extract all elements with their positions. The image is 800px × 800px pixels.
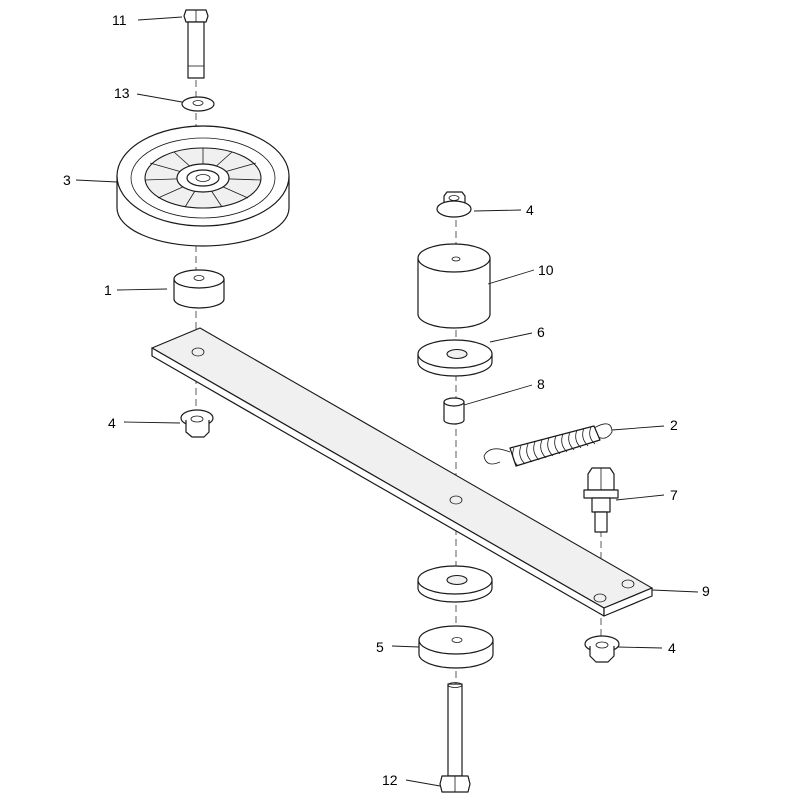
callout-5: 5 — [376, 639, 384, 655]
stud-bolt-7 — [583, 467, 619, 533]
callout-2: 2 — [670, 417, 678, 433]
leader-lines — [75, 16, 699, 787]
callout-8: 8 — [537, 376, 545, 392]
bolt-11 — [183, 9, 209, 79]
callout-4-right: 4 — [668, 640, 676, 656]
washer-5 — [418, 625, 494, 669]
callout-7: 7 — [670, 487, 678, 503]
spring-coils — [512, 426, 596, 467]
callout-13: 13 — [114, 85, 130, 101]
callout-3: 3 — [63, 172, 71, 188]
flange-nut-4-top — [436, 191, 472, 218]
flange-nut-4-left — [180, 409, 214, 438]
bolt-12 — [439, 682, 471, 793]
flange-nut-4-right — [584, 635, 620, 663]
callout-4-left: 4 — [108, 415, 116, 431]
idler-arm-plate — [150, 327, 654, 617]
bushing-10 — [417, 243, 491, 329]
spacer-1 — [173, 269, 225, 309]
callout-12: 12 — [382, 772, 398, 788]
callout-11: 11 — [112, 12, 127, 28]
callout-1: 1 — [104, 282, 112, 298]
spring-2 — [483, 423, 613, 467]
spacer-8 — [443, 397, 465, 425]
pulley-3 — [116, 125, 290, 247]
washer-6 — [417, 339, 493, 377]
washer-6-lower — [417, 565, 493, 603]
callouts: 11 13 3 1 4 10 6 8 2 7 4 9 5 4 12 — [63, 12, 710, 788]
callout-9: 9 — [702, 583, 710, 599]
callout-4-top: 4 — [526, 202, 534, 218]
callout-10: 10 — [538, 262, 554, 278]
callout-6: 6 — [537, 324, 545, 340]
washer-13 — [181, 96, 215, 112]
